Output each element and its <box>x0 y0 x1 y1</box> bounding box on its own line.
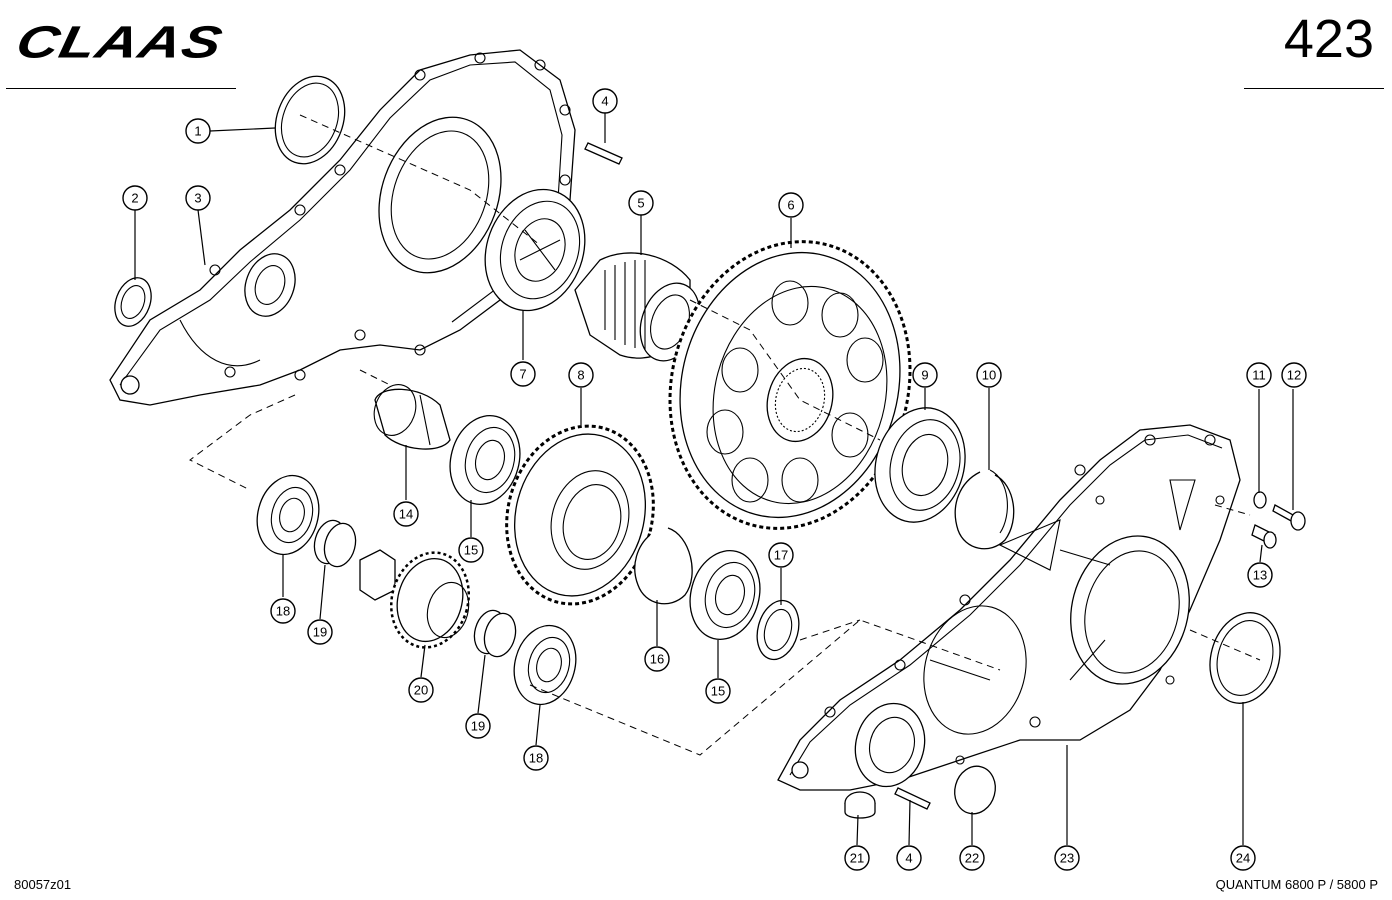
svg-text:13: 13 <box>1253 568 1267 583</box>
page-number: 423 <box>1283 9 1374 69</box>
svg-text:14: 14 <box>399 507 413 522</box>
callout-20: 20 <box>408 677 434 703</box>
svg-text:23: 23 <box>1060 851 1074 866</box>
callout-7: 7 <box>510 361 536 387</box>
pin-4-bottom <box>894 787 931 810</box>
leader-lines <box>134 113 1294 846</box>
callout-22: 22 <box>959 845 985 871</box>
rings-19-lower <box>473 609 517 658</box>
gear-8 <box>505 424 655 606</box>
seal-17 <box>756 599 800 661</box>
callout-5: 5 <box>628 190 654 216</box>
callout-12: 12 <box>1281 362 1307 388</box>
svg-text:3: 3 <box>194 191 201 206</box>
svg-text:18: 18 <box>529 751 543 766</box>
svg-text:7: 7 <box>519 367 526 382</box>
svg-text:16: 16 <box>650 652 664 667</box>
svg-text:21: 21 <box>850 851 864 866</box>
callout-18-upper: 18 <box>270 598 296 624</box>
callout-14: 14 <box>393 501 419 527</box>
drawing-code: 80057z01 <box>14 877 72 892</box>
callout-19-lower: 19 <box>465 713 491 739</box>
svg-text:19: 19 <box>471 719 485 734</box>
header-rule-left <box>6 88 236 89</box>
sleeve-14 <box>373 384 451 450</box>
seal-ring-24 <box>1209 612 1281 704</box>
callout-24: 24 <box>1230 845 1256 871</box>
callout-8: 8 <box>568 362 594 388</box>
callout-4-bottom: 4 <box>896 845 922 871</box>
svg-text:10: 10 <box>982 368 996 383</box>
svg-text:12: 12 <box>1287 368 1301 383</box>
callout-15-lower: 15 <box>705 678 731 704</box>
bolt-12 <box>1272 504 1306 531</box>
svg-text:8: 8 <box>577 368 584 383</box>
bearing-7 <box>484 188 586 312</box>
washer-11 <box>1253 491 1267 509</box>
rings-19-upper <box>313 519 357 568</box>
assembly-lines <box>189 114 1261 756</box>
housing-cover-left <box>109 49 576 406</box>
callout-19-upper: 19 <box>307 619 333 645</box>
bearing-18-upper <box>256 474 320 556</box>
svg-text:11: 11 <box>1252 368 1266 383</box>
svg-text:20: 20 <box>414 683 428 698</box>
seal-ring-1 <box>274 75 346 165</box>
model-designation: QUANTUM 6800 P / 5800 P <box>1215 877 1378 892</box>
svg-text:22: 22 <box>965 851 979 866</box>
callout-10: 10 <box>976 362 1002 388</box>
bearing-18-lower <box>513 624 577 706</box>
circlip-16 <box>634 527 693 605</box>
svg-text:15: 15 <box>711 684 725 699</box>
fitting-13 <box>1251 524 1277 549</box>
bearing-9 <box>874 407 966 523</box>
svg-text:4: 4 <box>905 851 912 866</box>
svg-text:24: 24 <box>1236 851 1250 866</box>
svg-text:19: 19 <box>313 625 327 640</box>
bearing-15-upper <box>449 415 521 505</box>
callout-4-top: 4 <box>592 88 618 114</box>
callout-2: 2 <box>122 185 148 211</box>
svg-text:18: 18 <box>276 604 290 619</box>
svg-text:9: 9 <box>921 368 928 383</box>
seal-ring-2 <box>114 277 152 327</box>
callout-6: 6 <box>778 192 804 218</box>
callout-23: 23 <box>1054 845 1080 871</box>
svg-text:15: 15 <box>464 543 478 558</box>
circlip-10 <box>954 469 1015 550</box>
large-gear-6 <box>668 240 912 530</box>
callout-21: 21 <box>844 845 870 871</box>
bush-21 <box>844 791 876 819</box>
header-rule-right <box>1244 88 1384 89</box>
svg-text:2: 2 <box>131 191 138 206</box>
callout-1: 1 <box>185 118 211 144</box>
svg-text:4: 4 <box>601 94 608 109</box>
pinion-shaft-20 <box>359 549 471 649</box>
callout-15-upper: 15 <box>458 537 484 563</box>
housing-right <box>777 424 1241 791</box>
bearing-15-lower <box>689 550 761 640</box>
callout-3: 3 <box>185 185 211 211</box>
svg-text:1: 1 <box>194 124 201 139</box>
callout-11: 11 <box>1246 362 1272 388</box>
svg-text:6: 6 <box>787 198 794 213</box>
pin-4-top <box>584 142 623 165</box>
svg-text:17: 17 <box>774 548 788 563</box>
svg-text:5: 5 <box>637 196 644 211</box>
callout-18-lower: 18 <box>523 745 549 771</box>
callout-17: 17 <box>768 542 794 568</box>
plug-22 <box>954 765 996 815</box>
callout-16: 16 <box>644 646 670 672</box>
callout-13: 13 <box>1247 562 1273 588</box>
callout-9: 9 <box>912 362 938 388</box>
